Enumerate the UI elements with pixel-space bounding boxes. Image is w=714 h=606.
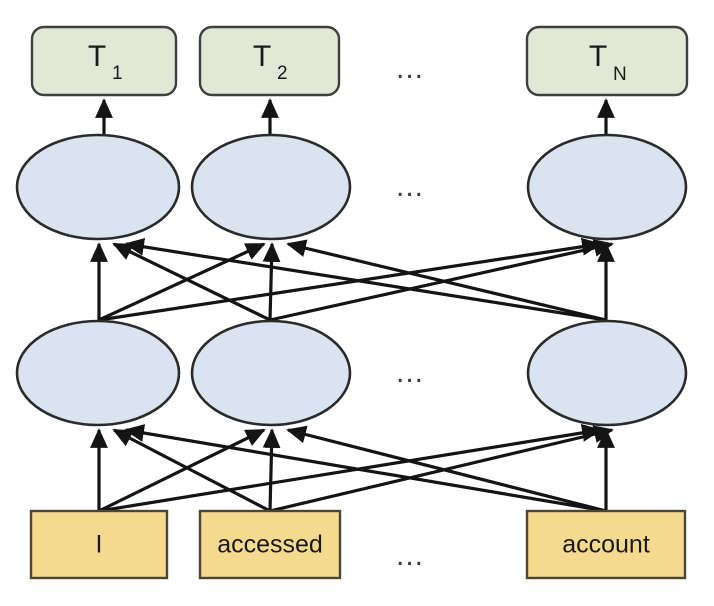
- input-node-tokN-label: account: [562, 531, 650, 559]
- edge-tokN-h1-1: [124, 424, 607, 513]
- input-node-tok2[interactable]: accessed: [198, 509, 342, 580]
- hidden-node-h1-2[interactable]: [190, 319, 352, 427]
- edge-h1-1-h2-N: [98, 237, 602, 322]
- input-to-hidden1-edges: [90, 424, 615, 513]
- output-node-T2-box[interactable]: [198, 25, 341, 97]
- input-layer-ellipsis: ...: [396, 539, 424, 572]
- hidden-node-h1-N[interactable]: [526, 319, 688, 427]
- edge-h1-1-h2-2: [98, 242, 266, 322]
- edge-h1-2-h2-2: [262, 242, 281, 321]
- hidden-node-h2-2[interactable]: [190, 133, 352, 241]
- edge-h1-2-h2-1: [112, 242, 271, 322]
- output-node-T2[interactable]: T 2: [198, 25, 341, 97]
- hidden-node-h1-1[interactable]: [15, 319, 181, 427]
- input-node-tok1-box[interactable]: [29, 509, 169, 580]
- output-node-T1-box[interactable]: [30, 25, 178, 97]
- input-layer: I accessed account ...: [29, 509, 687, 580]
- hidden-to-output-edges: [95, 98, 615, 134]
- edge-tok1-h1-2: [98, 428, 266, 513]
- edge-h1-N-h2-2: [286, 239, 607, 322]
- edge-tok2-h1-2: [262, 428, 281, 512]
- output-layer: T 1 T 2 T N ...: [30, 25, 689, 97]
- input-node-tok2-label: accessed: [217, 531, 323, 559]
- output-layer-ellipsis: ...: [396, 52, 424, 85]
- hidden-layer-2-ellipsis: ...: [396, 170, 424, 203]
- edge-tok1-h1-N: [98, 424, 602, 513]
- edge-tokN-h1-2: [286, 425, 607, 513]
- output-node-T2-subscript: 2: [277, 63, 288, 84]
- output-node-T1[interactable]: T 1: [30, 25, 178, 97]
- input-node-tokN[interactable]: account: [525, 509, 687, 580]
- edge-h1-N-h2-1: [124, 237, 607, 322]
- output-node-TN-base: T: [589, 40, 607, 73]
- input-node-tok2-box[interactable]: [198, 509, 342, 580]
- output-node-TN-subscript: N: [613, 64, 627, 85]
- hidden-node-h2-1[interactable]: [15, 133, 181, 241]
- hidden-node-h2-N[interactable]: [526, 133, 688, 241]
- output-node-T1-subscript: 1: [112, 63, 123, 84]
- edge-tok2-h1-1: [112, 428, 271, 513]
- output-node-T2-base: T: [253, 40, 271, 73]
- output-node-T1-base: T: [88, 40, 106, 73]
- input-node-tok1-label: I: [96, 531, 103, 559]
- output-node-TN[interactable]: T N: [525, 25, 689, 97]
- hidden-layer-1-ellipsis: ...: [396, 356, 424, 389]
- input-node-tokN-box[interactable]: [525, 509, 687, 580]
- hidden-layer-2: ...: [15, 133, 688, 241]
- output-node-TN-box[interactable]: [525, 25, 689, 97]
- hidden-layer-1: ...: [15, 319, 688, 427]
- input-node-tok1[interactable]: I: [29, 509, 169, 580]
- hidden1-to-hidden2-edges: [90, 237, 615, 322]
